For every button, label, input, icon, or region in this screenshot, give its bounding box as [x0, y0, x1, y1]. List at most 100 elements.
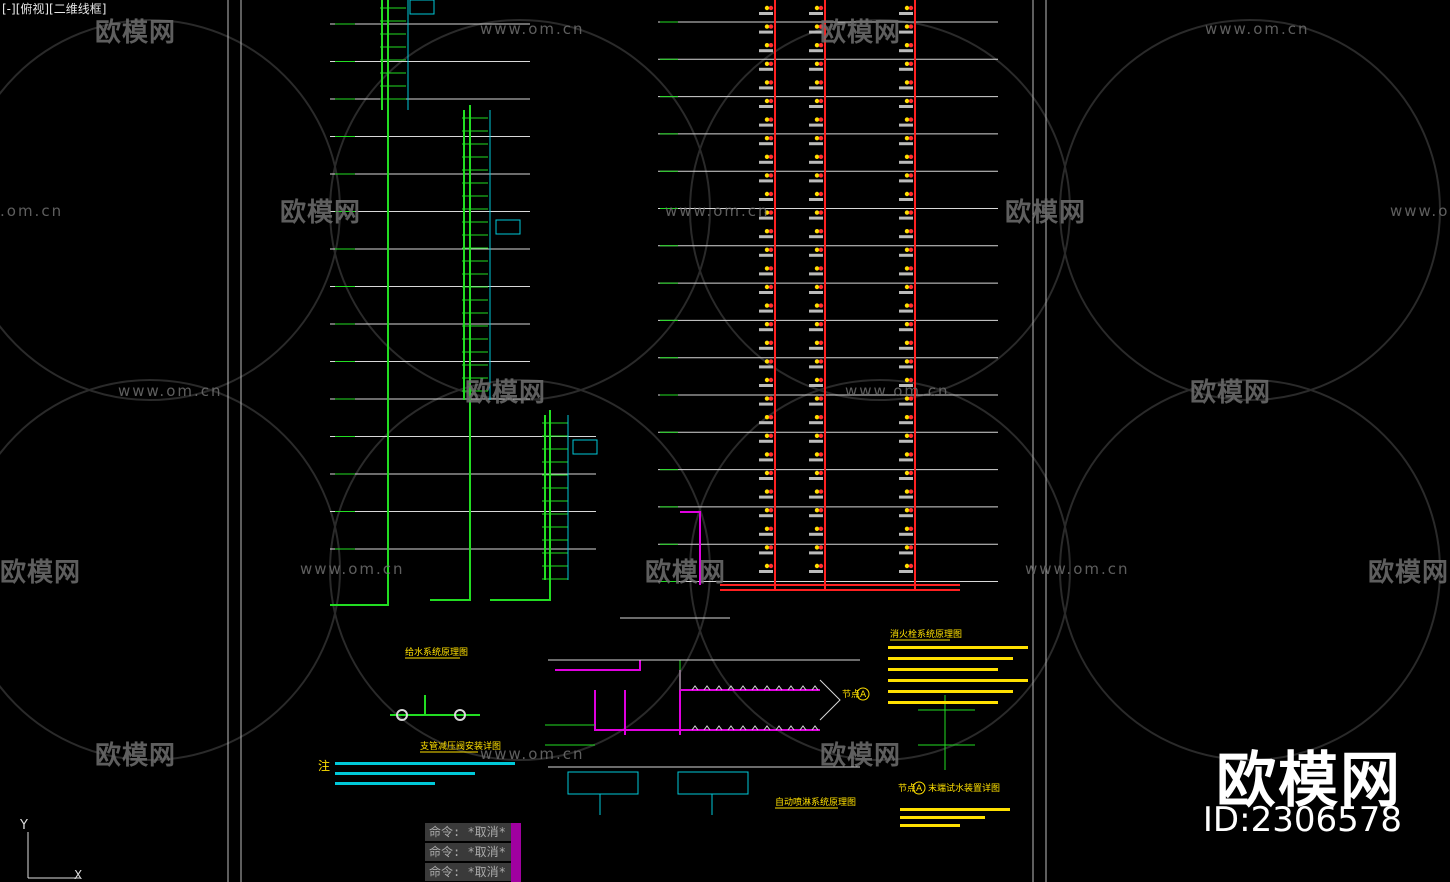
pipe-size-mark — [759, 49, 773, 53]
hydrant-valve — [904, 322, 910, 327]
title-fire-hydrant: 消火栓系统原理图 — [890, 628, 962, 640]
hydrant-valve — [818, 210, 824, 215]
pipe-size-mark — [809, 30, 823, 34]
hydrant-valve — [814, 377, 820, 383]
pipe-size-mark — [809, 384, 823, 387]
test-valve-detail — [918, 695, 975, 770]
hydrant-valve — [768, 5, 774, 11]
pipe-size-mark — [899, 179, 913, 183]
pipe-size-mark — [899, 514, 913, 518]
note-line — [335, 782, 435, 785]
pipe-size-mark — [899, 253, 913, 257]
pipe-size-mark — [809, 253, 823, 257]
hydrant-valve — [908, 526, 914, 531]
hydrant-valve — [908, 284, 914, 290]
note-line — [888, 701, 998, 704]
watermark-brand: 欧模网 — [1190, 378, 1272, 408]
watermark-brand: 欧模网 — [820, 741, 902, 771]
hydrant-valve — [904, 154, 910, 159]
hydrant-valve — [818, 322, 824, 327]
pipe-size-mark — [809, 328, 823, 332]
pipe-size-mark — [809, 458, 823, 462]
pipe-size-mark — [759, 365, 773, 369]
hydrant-valve — [768, 24, 774, 29]
hydrant-valve — [764, 433, 770, 438]
hydrant-valve — [818, 61, 824, 66]
hydrant-valve — [904, 98, 910, 104]
hydrant-valve — [814, 359, 820, 364]
pipe-size-mark — [809, 495, 823, 499]
pipe-size-mark — [899, 12, 913, 15]
hydrant-valve — [904, 80, 910, 85]
hydrant-valve — [768, 173, 774, 178]
hydrant-valve — [908, 452, 914, 457]
pipe-size-mark — [899, 439, 913, 443]
hydrant-valve — [818, 247, 824, 252]
hydrant-valve — [814, 154, 820, 159]
hydrant-valve — [768, 61, 774, 66]
pipe-size-mark — [809, 105, 823, 108]
hydrant-valve — [814, 340, 820, 345]
hydrant-valve — [768, 229, 774, 234]
pipe-size-mark — [759, 346, 773, 350]
hydrant-valve — [814, 24, 820, 29]
pipe-size-mark — [899, 291, 913, 294]
hydrant-valve — [814, 284, 820, 290]
hydrant-valve — [814, 191, 820, 197]
sprinkler-head — [727, 685, 735, 691]
pipe-size-mark — [759, 402, 773, 406]
hydrant-valve — [768, 508, 774, 513]
hydrant-valve — [908, 229, 914, 234]
sprinkler-head — [691, 725, 699, 731]
title-test-valve-detail: 末端试水装置详图 — [928, 782, 1000, 794]
hydrant-valve — [818, 191, 824, 197]
sheet-frame — [227, 0, 1047, 882]
hydrant-valve — [904, 284, 910, 290]
hydrant-valve — [904, 415, 910, 420]
pipe-size-mark — [759, 142, 773, 146]
hydrant-valve — [908, 545, 914, 550]
watermark-url: www.om.cn — [1025, 560, 1130, 578]
hydrant-valve — [818, 433, 824, 438]
hydrant-valve — [904, 210, 910, 215]
sprinkler-head — [763, 725, 771, 731]
watermark-url: www.om.cn — [480, 20, 585, 38]
hydrant-valve — [764, 5, 770, 11]
hydrant-valve — [908, 61, 914, 66]
hydrant-valve — [768, 489, 774, 494]
pipe-size-mark — [809, 514, 823, 518]
ucs-x-label: X — [74, 868, 83, 882]
hydrant-valve — [768, 191, 774, 197]
hydrant-valve — [904, 433, 910, 438]
sprinkler-head — [727, 725, 735, 731]
hydrant-valve — [814, 266, 820, 271]
watermark-url: www.om.cn — [1390, 202, 1450, 220]
hydrant-valve — [904, 173, 910, 178]
sprinkler-head — [703, 725, 711, 731]
hydrant-valve — [814, 433, 820, 438]
hydrant-valve — [818, 136, 824, 141]
hydrant-valve — [818, 340, 824, 345]
hydrant-valve — [904, 526, 910, 531]
watermark-brand: 欧模网 — [95, 18, 177, 48]
hydrant-valve — [764, 470, 770, 476]
hydrant-valve — [814, 136, 820, 141]
note-line — [888, 657, 1013, 660]
viewport-label[interactable]: [-][俯视][二维线框] — [2, 2, 107, 16]
hydrant-valve — [814, 415, 820, 420]
fire-hydrant-valves — [759, 5, 914, 573]
node-a-symbols — [856, 687, 926, 795]
pipe-size-mark — [899, 402, 913, 406]
sprinkler-head — [751, 725, 759, 731]
hydrant-valve — [908, 396, 914, 401]
hydrant-valve — [814, 210, 820, 215]
pipe-size-mark — [899, 570, 913, 573]
note-line — [888, 679, 1028, 682]
hydrant-valve — [768, 340, 774, 345]
hydrant-valve — [908, 266, 914, 271]
sprinkler-feed — [545, 660, 681, 746]
hydrant-valve — [908, 508, 914, 513]
hydrant-valve — [764, 452, 770, 457]
watermark-brand: 欧模网 — [0, 558, 82, 588]
